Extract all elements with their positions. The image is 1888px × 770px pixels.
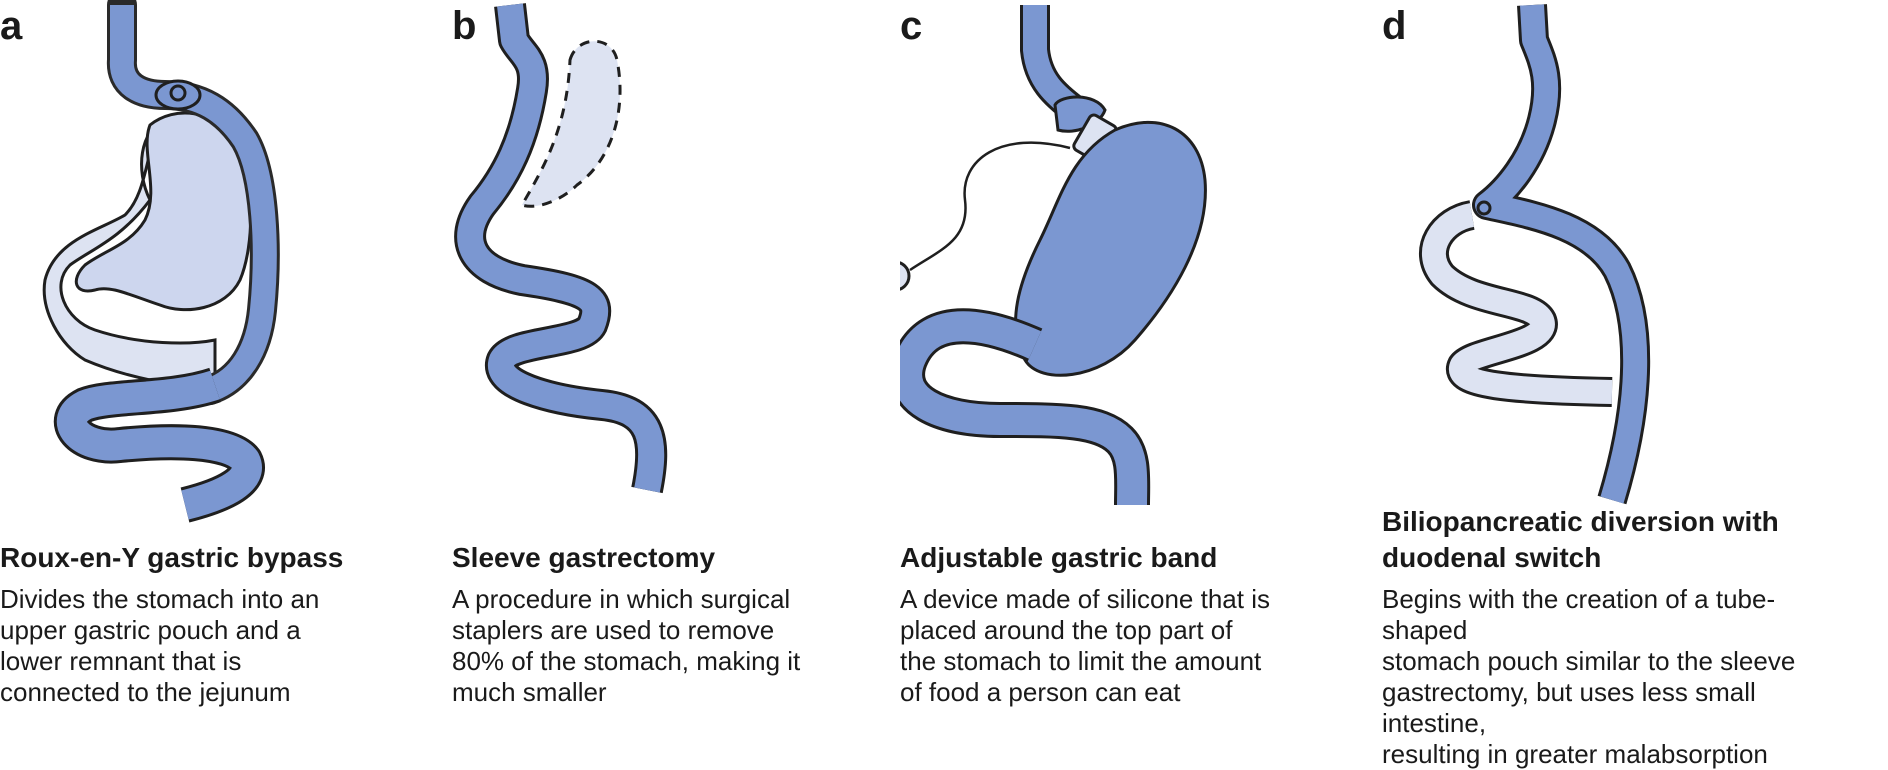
band-tubing — [909, 141, 1071, 272]
panel-letter: d — [1382, 4, 1407, 48]
caption: Adjustable gastric band A device made of… — [900, 540, 1360, 708]
procedure-description: A device made of silicone that is placed… — [900, 584, 1270, 707]
procedure-description: A procedure in which surgical staplers a… — [452, 584, 801, 707]
procedure-title: Sleeve gastrectomy — [452, 542, 716, 573]
panel-roux-en-y: a Roux-en-Y gastric bypass Divides the s… — [0, 0, 460, 751]
panel-letter: a — [0, 4, 23, 48]
duodenal-stump — [1476, 200, 1492, 216]
caption: Biliopancreatic diversion with duodenal … — [1382, 506, 1842, 770]
caption: Roux-en-Y gastric bypass Divides the sto… — [0, 540, 460, 708]
stomach-body — [74, 111, 253, 312]
gastric-band-illustration — [900, 5, 1207, 506]
roux-en-y-illustration — [42, 0, 280, 523]
procedure-title: Roux-en-Y gastric bypass — [0, 542, 344, 573]
removed-stomach-portion — [519, 39, 622, 208]
duodenal-switch-illustration — [1419, 4, 1651, 505]
access-port — [900, 261, 911, 291]
remnant-stomach — [42, 118, 217, 388]
caption: Sleeve gastrectomy A procedure in which … — [452, 540, 912, 708]
procedure-title: Adjustable gastric band — [900, 542, 1218, 573]
panel-letter: c — [900, 4, 923, 48]
panel-duodenal-switch: d Biliopancreatic diversion with duodena… — [1382, 0, 1842, 769]
stomach — [1014, 120, 1207, 377]
procedure-description: Begins with the creation of a tube-shape… — [1382, 584, 1796, 769]
procedure-title: Biliopancreatic diversion with duodenal … — [1382, 506, 1779, 573]
panel-gastric-band: c Adjustable gastric band A device made … — [900, 0, 1360, 751]
panel-sleeve-gastrectomy: b Sleeve gastrectomy A procedure in whic… — [452, 0, 912, 751]
gastric-pouch — [154, 79, 202, 111]
sleeve-gastrectomy-illustration — [454, 3, 668, 494]
procedure-description: Divides the stomach into an upper gastri… — [0, 584, 320, 707]
panel-letter: b — [452, 4, 477, 48]
